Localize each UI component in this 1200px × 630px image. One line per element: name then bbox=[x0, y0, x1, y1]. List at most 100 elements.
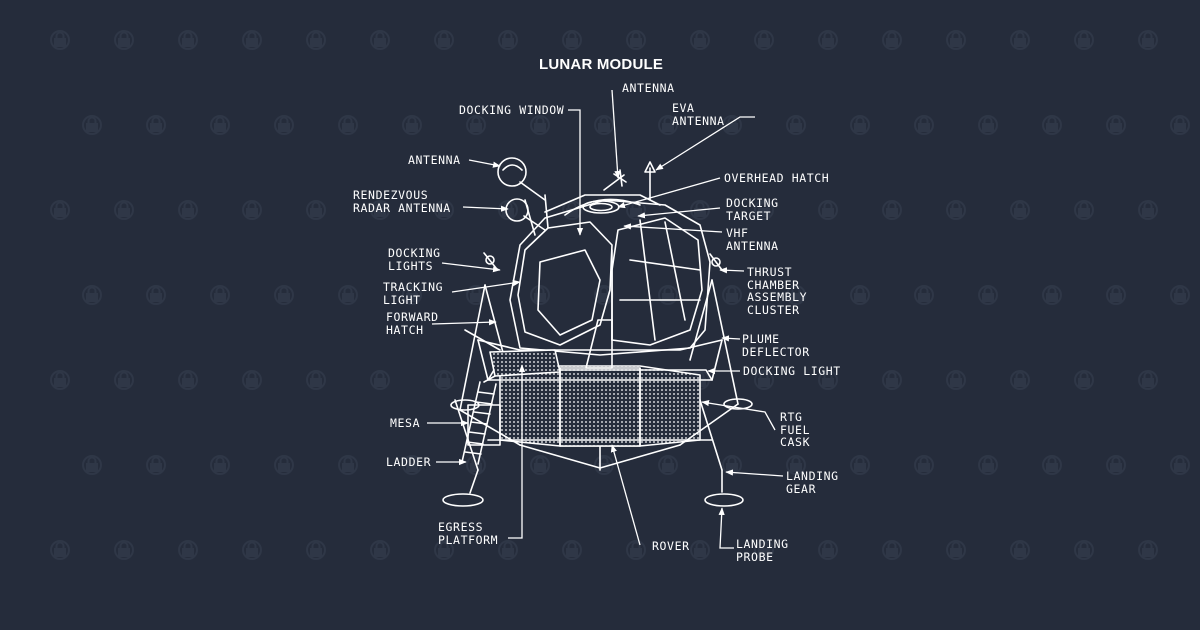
diagram-title: LUNAR MODULE bbox=[539, 56, 664, 73]
lock-badge-icon bbox=[178, 200, 198, 220]
lock-badge-icon bbox=[370, 370, 390, 390]
lock-badge-icon bbox=[402, 455, 422, 475]
landing-gear-center bbox=[519, 444, 681, 471]
lock-badge-icon bbox=[178, 30, 198, 50]
lock-badge-icon bbox=[690, 540, 710, 560]
lock-badge-icon bbox=[850, 115, 870, 135]
lock-badge-icon bbox=[818, 540, 838, 560]
lock-badge-icon bbox=[754, 30, 774, 50]
lock-badge-icon bbox=[978, 455, 998, 475]
label-docking-light: DOCKING LIGHT bbox=[743, 364, 841, 378]
lock-badge-icon bbox=[946, 200, 966, 220]
lock-badge-icon bbox=[1074, 540, 1094, 560]
lock-badge-icon bbox=[1106, 115, 1126, 135]
lock-badge-icon bbox=[466, 115, 486, 135]
label-tracking-light: TRACKING LIGHT bbox=[383, 280, 444, 307]
label-rover: ROVER bbox=[652, 539, 690, 553]
label-landing-probe: LANDING PROBE bbox=[736, 537, 789, 564]
lock-badge-icon bbox=[978, 285, 998, 305]
ladder bbox=[461, 381, 497, 465]
label-docking-target: DOCKING TARGET bbox=[726, 196, 779, 223]
label-docking-window: DOCKING WINDOW bbox=[459, 103, 565, 117]
lock-badge-icon bbox=[562, 200, 582, 220]
lock-badge-icon bbox=[498, 30, 518, 50]
lock-badge-icon bbox=[914, 115, 934, 135]
label-ladder: LADDER bbox=[386, 455, 432, 469]
lock-badge-icon bbox=[1170, 285, 1190, 305]
lock-badge-icon bbox=[690, 200, 710, 220]
lock-badge-icon bbox=[754, 370, 774, 390]
lock-badge-icon bbox=[594, 115, 614, 135]
lock-badge-icon bbox=[594, 285, 614, 305]
lock-badge-icon bbox=[1138, 30, 1158, 50]
lock-badge-icon bbox=[370, 540, 390, 560]
lock-badge-icon bbox=[370, 30, 390, 50]
lock-badge-icon bbox=[626, 30, 646, 50]
lock-badge-icon bbox=[1074, 30, 1094, 50]
lock-badge-icon bbox=[402, 285, 422, 305]
ascent-stage bbox=[509, 194, 711, 369]
lock-badge-icon bbox=[850, 455, 870, 475]
lock-badge-icon bbox=[754, 200, 774, 220]
label-rendezvous-radar-antenna: RENDEZVOUS RADAR ANTENNA bbox=[353, 188, 451, 215]
lock-badge-icon bbox=[562, 30, 582, 50]
lock-badge-icon bbox=[178, 540, 198, 560]
lock-badge-icon bbox=[1010, 30, 1030, 50]
lock-badge-icon bbox=[946, 540, 966, 560]
lock-badge-icon bbox=[338, 285, 358, 305]
lock-badge-icon bbox=[146, 115, 166, 135]
lock-badge-icon bbox=[306, 540, 326, 560]
label-egress-platform: EGRESS PLATFORM bbox=[438, 520, 499, 547]
lock-badge-icon bbox=[50, 540, 70, 560]
label-overhead-hatch: OVERHEAD HATCH bbox=[724, 171, 830, 185]
lock-badge-icon bbox=[786, 285, 806, 305]
lock-badge-icon bbox=[434, 30, 454, 50]
lock-badge-icon bbox=[210, 455, 230, 475]
lock-badge-icon bbox=[1074, 200, 1094, 220]
lock-badge-icon bbox=[882, 540, 902, 560]
label-mesa: MESA bbox=[390, 416, 421, 430]
label-forward-hatch: FORWARD HATCH bbox=[386, 310, 439, 337]
lock-badge-icon bbox=[498, 540, 518, 560]
label-rtg-fuel-cask: RTG FUEL CASK bbox=[780, 410, 811, 449]
lock-badge-icon bbox=[1170, 455, 1190, 475]
label-vhf-antenna: VHF ANTENNA bbox=[726, 226, 779, 253]
lock-badge-icon bbox=[530, 455, 550, 475]
lock-badge-icon bbox=[274, 285, 294, 305]
lock-badge-icon bbox=[850, 285, 870, 305]
landing-gear-right bbox=[679, 279, 753, 507]
lock-badge-icon bbox=[50, 370, 70, 390]
lock-badge-icon bbox=[690, 30, 710, 50]
label-eva-antenna: EVA ANTENNA bbox=[672, 101, 725, 128]
lock-badge-icon bbox=[114, 30, 134, 50]
lock-badge-icon bbox=[1138, 200, 1158, 220]
lock-badge-icon bbox=[786, 455, 806, 475]
lock-badge-icon bbox=[754, 540, 774, 560]
lock-badge-icon bbox=[946, 370, 966, 390]
lock-badge-icon bbox=[82, 455, 102, 475]
lock-badge-icon bbox=[562, 540, 582, 560]
label-plume-deflector: PLUME DEFLECTOR bbox=[742, 332, 810, 359]
egress-platform bbox=[483, 349, 561, 383]
lock-badge-icon bbox=[338, 115, 358, 135]
label-antenna-top: ANTENNA bbox=[622, 81, 675, 95]
lock-badge-icon bbox=[530, 115, 550, 135]
lock-badge-icon bbox=[434, 370, 454, 390]
antennas bbox=[497, 157, 656, 231]
lock-badge-icon bbox=[1010, 540, 1030, 560]
lock-badge-icon bbox=[114, 200, 134, 220]
lock-badge-icon bbox=[786, 115, 806, 135]
leader-lines bbox=[427, 89, 784, 549]
lock-badge-icon bbox=[1042, 455, 1062, 475]
lock-badge-icon bbox=[434, 200, 454, 220]
lock-badge-icon bbox=[882, 200, 902, 220]
lock-badge-icon bbox=[82, 115, 102, 135]
lock-badge-icon bbox=[114, 370, 134, 390]
lock-badge-icon bbox=[146, 285, 166, 305]
lock-badge-icon bbox=[1010, 200, 1030, 220]
label-landing-gear: LANDING GEAR bbox=[786, 469, 839, 496]
label-antenna-left: ANTENNA bbox=[408, 153, 461, 167]
lock-badge-icon bbox=[1010, 370, 1030, 390]
